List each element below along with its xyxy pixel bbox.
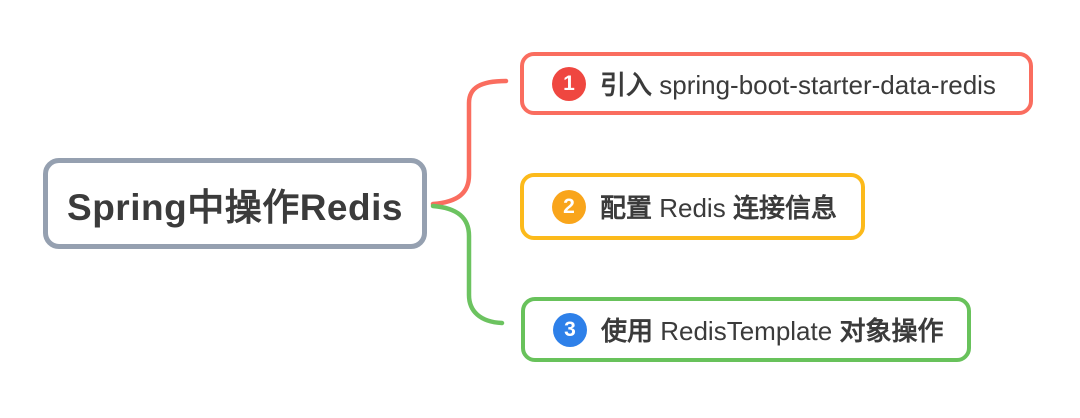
label-segment: Redis	[659, 193, 726, 223]
connector-branch-3-line	[430, 203, 505, 326]
label-segment: RedisTemplate	[660, 316, 833, 346]
step-3-badge: 3	[553, 312, 587, 347]
step-1-badge: 1	[552, 66, 586, 101]
branch-2-label: 配置 Redis 连接信息	[600, 188, 837, 225]
label-segment: 配置	[600, 193, 660, 223]
root-node[interactable]: Spring中操作Redis	[43, 158, 427, 249]
branch-node-1[interactable]: 1 引入 spring-boot-starter-data-redis	[520, 52, 1033, 115]
branch-node-2[interactable]: 2 配置 Redis 连接信息	[520, 173, 865, 240]
step-2-badge: 2	[552, 189, 586, 224]
label-segment: 引入	[600, 70, 660, 100]
label-segment: spring-boot-starter-data-redis	[659, 70, 996, 100]
label-segment: 连接信息	[725, 193, 837, 223]
branch-3-label: 使用 RedisTemplate 对象操作	[601, 311, 943, 348]
branch-node-3[interactable]: 3 使用 RedisTemplate 对象操作	[521, 297, 972, 362]
label-segment: 对象操作	[832, 316, 944, 346]
connector-branch-1-line	[430, 78, 509, 207]
label-segment: 使用	[601, 316, 661, 346]
branch-1-label: 引入 spring-boot-starter-data-redis	[600, 65, 996, 102]
root-node-label: Spring中操作Redis	[67, 186, 403, 228]
